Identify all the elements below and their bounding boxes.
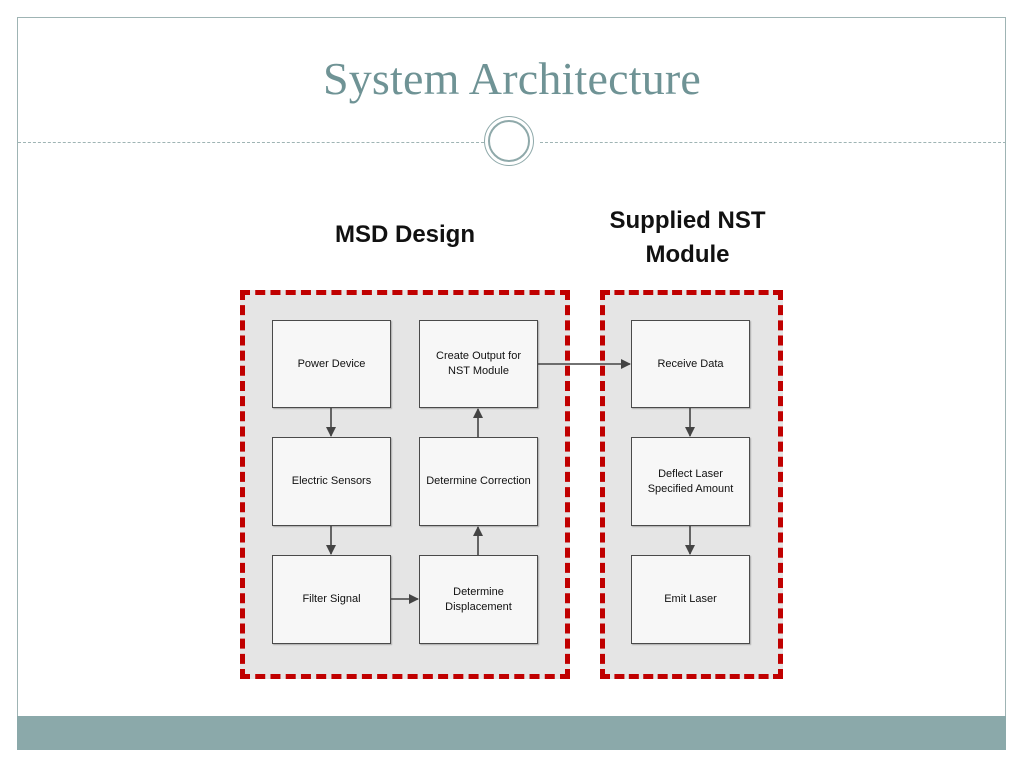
box-electric-sensors: Electric Sensors <box>272 437 391 526</box>
slide-title: System Architecture <box>322 53 702 104</box>
box-determine-correction: Determine Correction <box>419 437 538 526</box>
box-filter-signal: Filter Signal <box>272 555 391 644</box>
supplied-nst-label-line2: Module <box>645 241 730 268</box>
box-create-output: Create Output for NST Module <box>419 320 538 408</box>
box-determine-displacement: Determine Displacement <box>419 555 538 644</box>
footer-bar <box>17 716 1006 750</box>
box-power-device: Power Device <box>272 320 391 408</box>
title-divider-right <box>540 142 1006 143</box>
supplied-nst-heading: Supplied NST Module <box>590 204 785 272</box>
msd-design-heading: MSD Design <box>240 218 570 252</box>
box-emit-laser: Emit Laser <box>631 555 750 644</box>
box-deflect-laser: Deflect Laser Specified Amount <box>631 437 750 526</box>
msd-design-label: MSD Design <box>334 221 475 248</box>
divider-ring-inner-icon <box>488 120 530 162</box>
supplied-nst-label-line1: Supplied NST <box>609 207 766 234</box>
box-receive-data: Receive Data <box>631 320 750 408</box>
title-divider-left <box>18 142 484 143</box>
